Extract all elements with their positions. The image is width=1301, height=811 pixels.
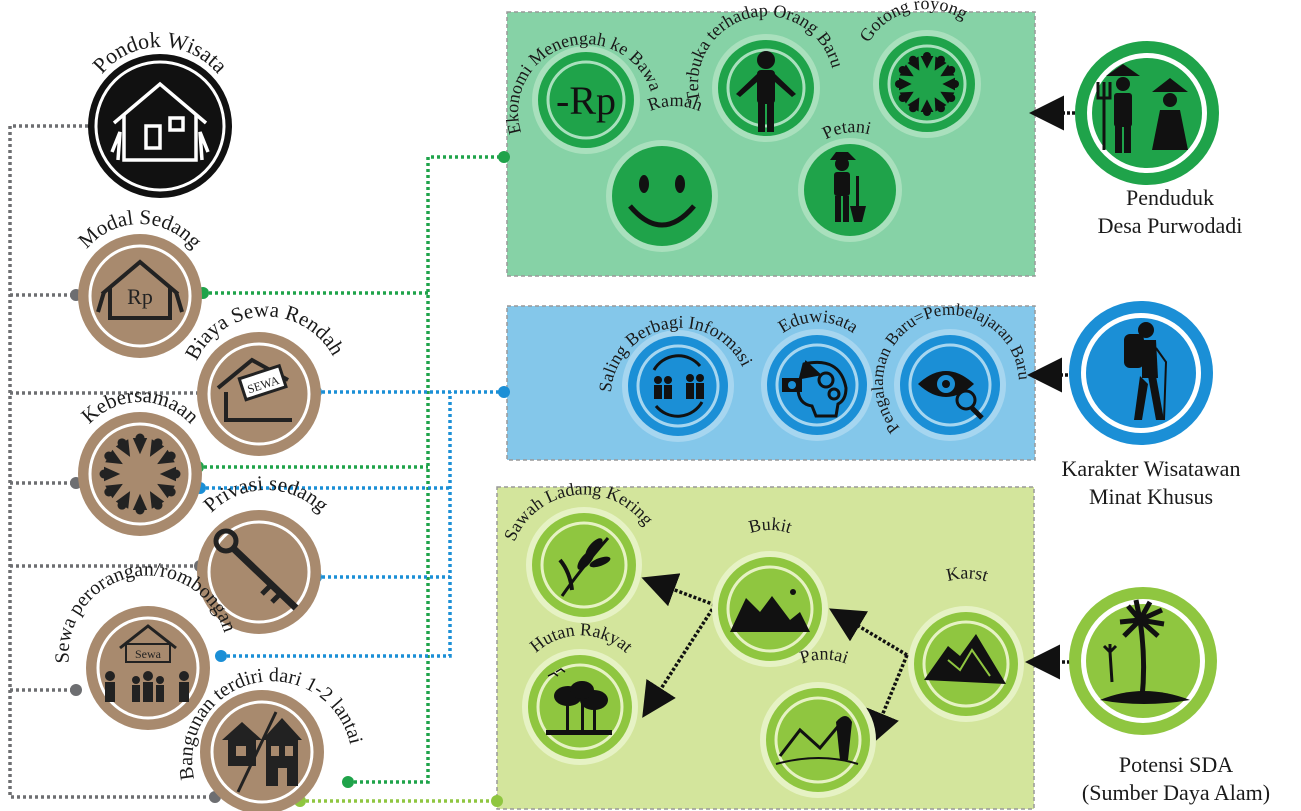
- sewa-inner-text: Sewa: [135, 647, 162, 661]
- house-icon: [110, 81, 210, 162]
- person-body: [157, 449, 175, 465]
- person-body: [149, 491, 165, 509]
- person-body: [907, 56, 920, 71]
- attr-biaya-sewa-rendah: SEWA Biaya Sewa Rendah: [180, 297, 350, 456]
- camera-head-gears-icon: [782, 359, 848, 418]
- person-body: [940, 64, 955, 77]
- share-info-icon: [652, 354, 704, 418]
- house-rp-icon: [96, 259, 184, 320]
- sewa-sign-icon: SEWA: [216, 357, 292, 422]
- person-body: [920, 99, 934, 112]
- sda-node: Potensi SDA (Sumber Daya Alam): [1069, 587, 1270, 805]
- bukit-label: Bukit: [747, 514, 795, 537]
- item-bukit: Bukit: [712, 514, 828, 667]
- person-body: [920, 56, 934, 69]
- green-connector-lines: [198, 155, 504, 784]
- attr-kebersamaan: Kebersamaan: [76, 383, 204, 536]
- people-circle-icon: [99, 433, 181, 515]
- item-pantai: Pantai: [760, 644, 876, 798]
- group-rent-icon: Sewa: [105, 624, 189, 702]
- smiley-icon: [628, 175, 696, 228]
- person-body: [105, 483, 123, 499]
- key-icon: [213, 528, 299, 611]
- farmers-icon: [1096, 64, 1188, 153]
- person-body: [934, 56, 947, 71]
- privasi-label: Privasi sedang: [199, 471, 334, 517]
- people-circle-icon: [895, 52, 959, 116]
- attr-modal-sedang: Rp Modal Sedang: [73, 205, 208, 358]
- penduduk-label-1: Penduduk: [1126, 185, 1214, 210]
- person-body: [104, 466, 121, 482]
- person-body: [899, 91, 914, 104]
- pondok-wisata-node: Pondok Wisata: [87, 27, 233, 198]
- minus-rp-icon: -Rp: [556, 78, 616, 123]
- wisatawan-label-2: Minat Khusus: [1089, 484, 1213, 509]
- pantai-label: Pantai: [797, 644, 851, 668]
- svg-text:Bukit: Bukit: [747, 514, 795, 537]
- penduduk-label-2: Desa Purwodadi: [1098, 213, 1243, 238]
- person-body: [940, 91, 955, 104]
- person-body: [105, 449, 123, 465]
- karst-mountain-icon: [924, 634, 1006, 684]
- item-karst: Karst: [908, 562, 1024, 722]
- item-ramah: Ramah: [606, 90, 718, 252]
- svg-text:Privasi sedang: Privasi sedang: [199, 471, 334, 517]
- person-body: [132, 438, 148, 455]
- item-hutan: Hutan Rakyat: [522, 619, 638, 765]
- right-arrows: [1025, 95, 1080, 680]
- person-body: [907, 97, 920, 112]
- svg-text:Pantai: Pantai: [797, 644, 851, 668]
- person-body: [159, 466, 176, 482]
- person-body: [115, 439, 131, 457]
- backpacker-icon: [1124, 322, 1168, 421]
- person-body: [115, 491, 131, 509]
- hills-icon: [730, 589, 810, 632]
- eye-magnifier-icon: [918, 371, 984, 420]
- person-body: [157, 483, 175, 499]
- person-body: [942, 77, 955, 91]
- wisatawan-node: Karakter Wisatawan Minat Khusus: [1062, 301, 1241, 509]
- wisatawan-label-1: Karakter Wisatawan: [1062, 456, 1241, 481]
- palm-island-icon: [1100, 599, 1190, 704]
- sda-label-1: Potensi SDA: [1119, 752, 1233, 777]
- blue-connector-lines: [200, 390, 504, 658]
- person-body: [899, 64, 914, 77]
- item-petani: Petani: [798, 116, 902, 242]
- forest-icon: [546, 668, 612, 735]
- svg-text:Karst: Karst: [944, 562, 990, 585]
- penduduk-node: Penduduk Desa Purwodadi: [1075, 41, 1242, 238]
- person-open-arms-icon: [736, 51, 796, 132]
- gray-connector-lines: [8, 124, 215, 799]
- person-body: [132, 493, 148, 510]
- beach-icon: [775, 716, 859, 765]
- person-body: [899, 77, 912, 91]
- modal-inner-text: Rp: [127, 284, 153, 309]
- person-body: [149, 439, 165, 457]
- rice-icon: [558, 537, 611, 597]
- buildings-icon: [222, 711, 302, 793]
- farmer-shovel-icon: [830, 152, 866, 222]
- item-sawah: Sawah Ladang Kering: [500, 478, 658, 623]
- person-body: [934, 97, 947, 112]
- karst-label: Karst: [944, 562, 990, 585]
- sda-arrows: [641, 573, 909, 747]
- sda-label-2: (Sumber Daya Alam): [1082, 780, 1270, 805]
